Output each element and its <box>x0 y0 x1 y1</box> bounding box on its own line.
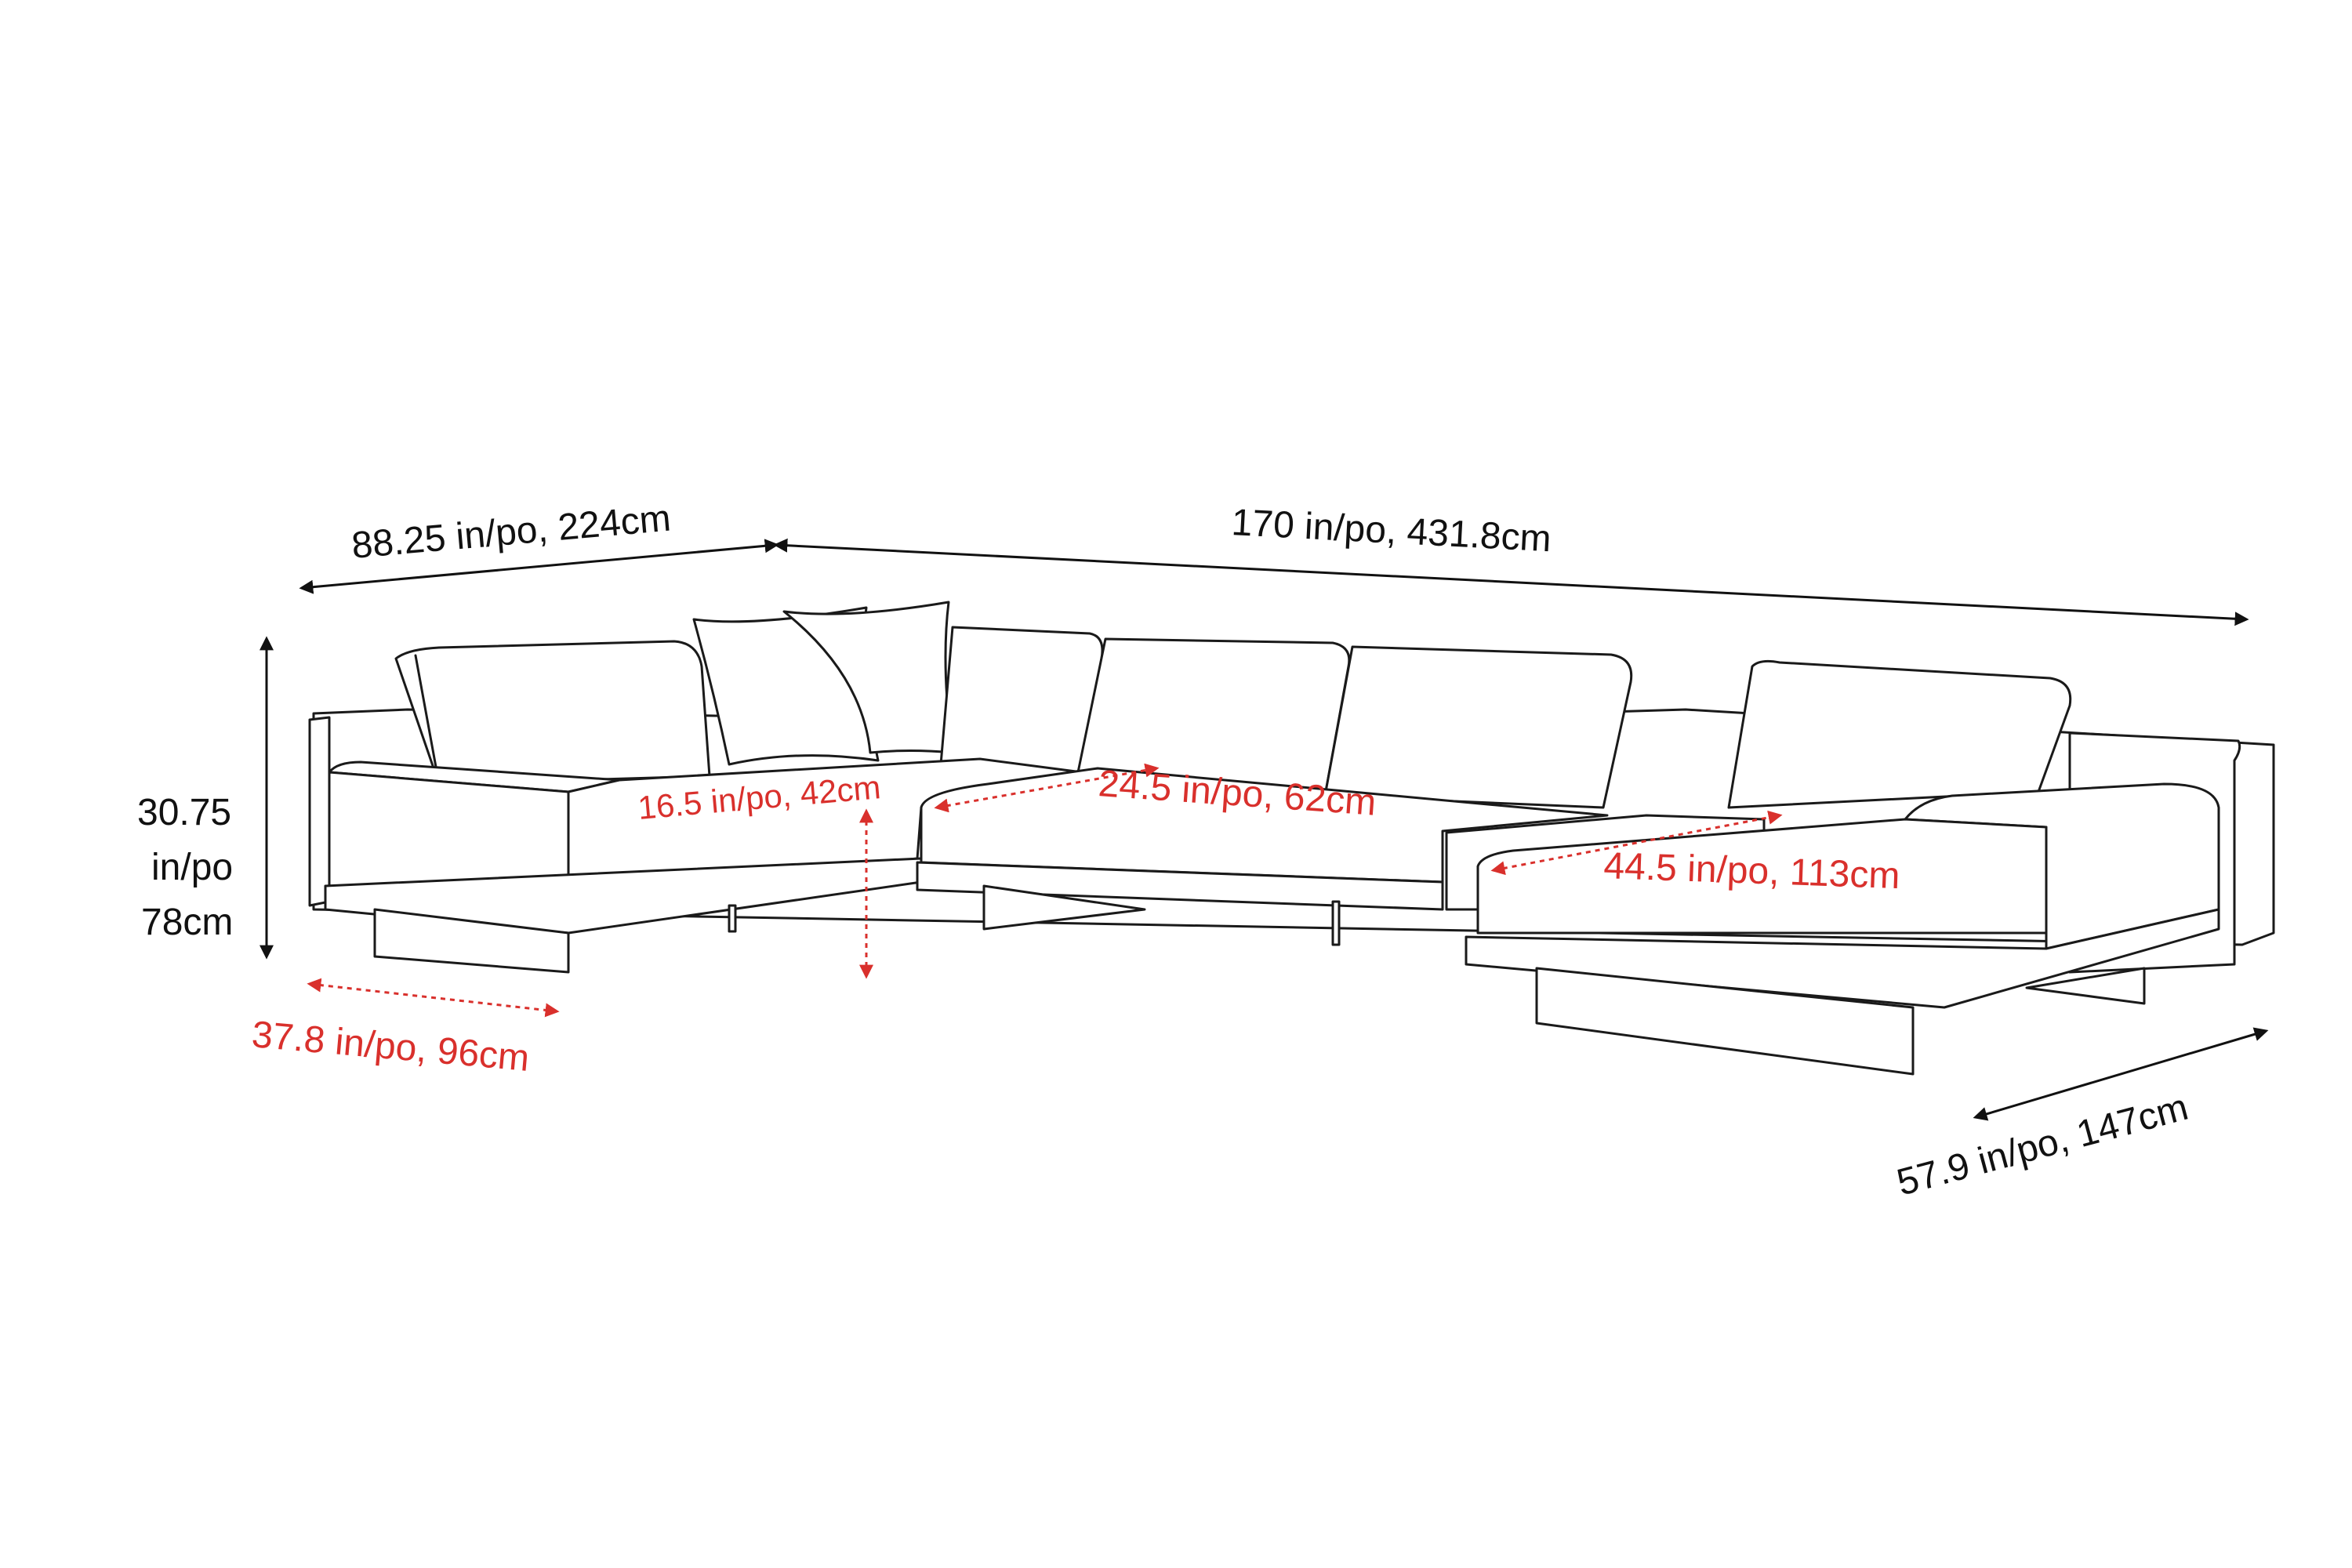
height-label-line3: 78cm <box>141 902 233 943</box>
arm-depth-arrow <box>307 978 560 1018</box>
chaise-depth-arrow <box>1973 1027 2269 1121</box>
total-width-arrow <box>773 538 2249 626</box>
chaise-depth-label: 57.9 in/po, 147cm <box>1893 1087 2192 1204</box>
right-back-cushion <box>1727 659 2072 809</box>
left-arm-side <box>308 716 331 907</box>
dimension-arrows <box>260 538 2269 1121</box>
left-base <box>324 857 923 935</box>
left-width-arrow <box>299 539 779 594</box>
middle-base <box>916 861 1444 911</box>
middle-back-cushion-2 <box>1323 645 1633 809</box>
left-arm-top <box>328 760 621 793</box>
middle-leg <box>1331 900 1341 946</box>
height-label-line1: 30.75 <box>137 792 231 833</box>
chaise-seat-arrow <box>1490 810 1783 876</box>
middle-plinth <box>982 884 1146 931</box>
left-plinth <box>373 908 570 974</box>
right-arm-top <box>1904 782 2220 950</box>
corner-back-cushion <box>939 626 1104 774</box>
chaise-seat-label: 44.5 in/po, 113cm <box>1603 845 1901 897</box>
left-width-label: 88.25 in/po, 224cm <box>350 498 672 567</box>
chaise-plinth <box>1535 967 1915 1076</box>
total-width-label: 170 in/po, 431.8cm <box>1230 502 1552 560</box>
red-dimension-arrows <box>307 763 1783 1018</box>
left-leg <box>728 904 737 933</box>
arm-depth-label: 37.8 in/po, 96cm <box>250 1014 531 1080</box>
right-plinth <box>2025 967 2146 1005</box>
height-label-line2: in/po <box>151 847 233 888</box>
chaise-base <box>1465 908 2220 1009</box>
left-back-cushion <box>394 640 711 786</box>
sofa-outline <box>308 601 2275 1076</box>
